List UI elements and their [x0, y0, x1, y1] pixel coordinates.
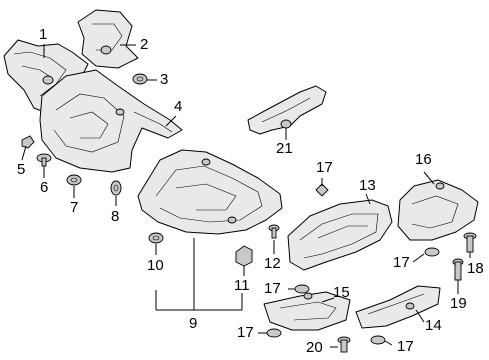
- heat-shield-part-13: [287, 199, 393, 271]
- callout-1: 1: [39, 26, 48, 43]
- heat-shield-part-9: [137, 149, 283, 235]
- nut-part-17-d: [266, 328, 282, 338]
- bolt-part-6: [36, 153, 52, 167]
- heat-shield-part-2: [77, 9, 139, 69]
- callout-17-a: 17: [316, 159, 333, 176]
- callout-11: 11: [234, 277, 250, 294]
- callout-21: 21: [276, 140, 293, 157]
- nut-part-10: [148, 232, 164, 244]
- callout-12: 12: [264, 255, 281, 272]
- heat-shield-part-16: [397, 179, 479, 241]
- bolt-part-20: [337, 336, 351, 353]
- bolt-part-12: [268, 224, 280, 239]
- nut-part-17-e: [370, 335, 386, 345]
- nut-part-17-c: [424, 247, 440, 257]
- callout-3: 3: [160, 71, 169, 88]
- callout-14: 14: [425, 317, 442, 334]
- nut-part-17-b: [294, 284, 310, 294]
- callout-4: 4: [174, 98, 183, 115]
- clip-part-5: [21, 135, 35, 149]
- nut-part-17-a: [315, 183, 329, 197]
- callout-18: 18: [467, 260, 484, 277]
- grommet-part-8: [110, 180, 122, 196]
- callout-13: 13: [359, 177, 376, 194]
- bolt-part-18: [463, 232, 477, 253]
- callout-17-d: 17: [237, 324, 254, 341]
- callout-10: 10: [147, 257, 164, 274]
- callout-15: 15: [333, 284, 350, 301]
- callout-8: 8: [111, 208, 120, 225]
- heat-shield-part-21: [247, 85, 327, 135]
- callout-2: 2: [140, 36, 149, 53]
- callout-17-b: 17: [264, 280, 281, 297]
- heat-shield-part-4: [39, 69, 183, 173]
- heat-shield-part-15: [263, 291, 351, 331]
- bracket-part-11: [235, 245, 253, 267]
- nut-part-7: [66, 174, 82, 186]
- bolt-part-19: [452, 258, 464, 281]
- heat-shield-part-1: [3, 39, 89, 113]
- callout-9: 9: [189, 315, 198, 332]
- callout-6: 6: [40, 179, 49, 196]
- heat-shield-part-14: [355, 285, 441, 329]
- callout-17-c: 17: [393, 254, 410, 271]
- callout-17-e: 17: [397, 338, 414, 355]
- callout-5: 5: [17, 161, 26, 178]
- nut-part-3: [132, 73, 148, 85]
- callout-16: 16: [415, 151, 432, 168]
- callout-19: 19: [450, 295, 467, 312]
- callout-20: 20: [306, 339, 323, 356]
- callout-7: 7: [70, 199, 79, 216]
- leader-lines: [21, 44, 471, 348]
